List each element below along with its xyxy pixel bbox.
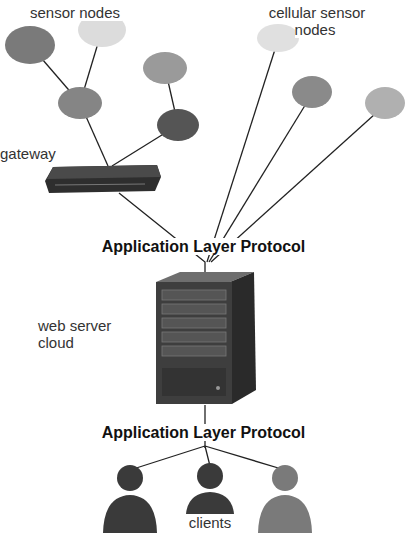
node-label: web server cloud: [38, 317, 122, 351]
node-label: gateway: [0, 145, 80, 162]
protocol-label: Application Layer Protocol: [100, 424, 308, 441]
label-holder: sensor nodes: [28, 4, 148, 21]
node-shape: [45, 163, 161, 195]
group-label: sensor nodes: [28, 4, 122, 21]
group-label: cellular sensor nodes: [267, 4, 366, 38]
sensor-node: [5, 13, 405, 141]
protocol-label: Application Layer Protocol: [100, 238, 308, 255]
gateway-device: gateway: [45, 163, 161, 195]
connector: [119, 193, 205, 272]
label-holder: Application Layer Protocol: [0, 424, 407, 441]
label-holder: clients: [170, 514, 250, 531]
label-holder: Application Layer Protocol: [0, 238, 407, 255]
web-server: web server cloud: [150, 272, 260, 406]
client-icon: [103, 463, 312, 533]
node-shape: [150, 272, 260, 406]
group-label: clients: [187, 514, 234, 531]
label-holder: cellular sensor nodes: [255, 4, 377, 38]
